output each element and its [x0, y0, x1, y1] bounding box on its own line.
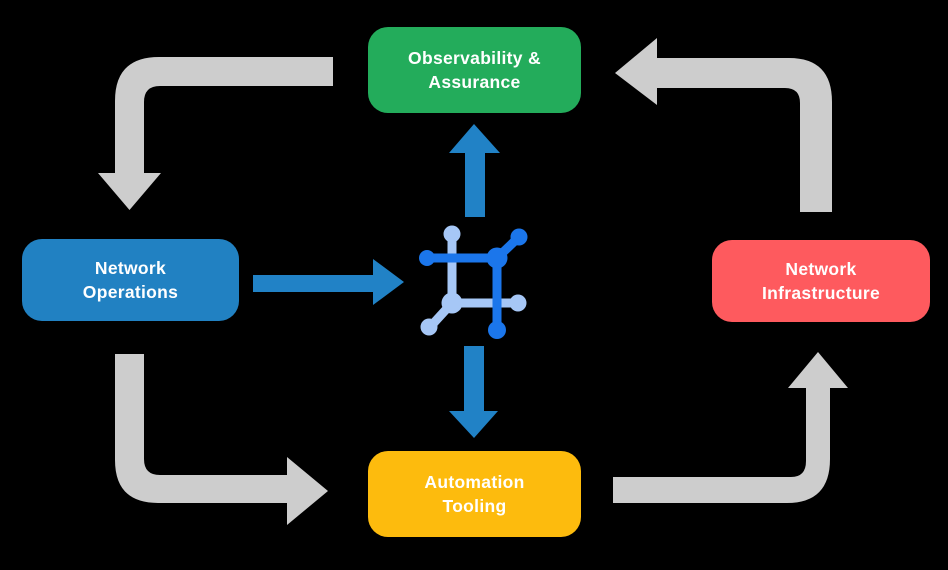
node-network-infrastructure-label: Network Infrastructure [762, 258, 880, 304]
icon-light-nodes [420, 225, 527, 336]
arrow-center-to-automation [449, 346, 498, 438]
icon-node [420, 318, 438, 336]
icon-node [488, 321, 506, 339]
arrow-operations-to-automation [115, 354, 328, 525]
arrow-infrastructure-to-observability [615, 38, 832, 212]
icon-node [509, 294, 527, 312]
arrow-automation-to-infrastructure [613, 352, 848, 503]
node-observability-label: Observability & Assurance [408, 47, 541, 93]
icon-node [419, 250, 435, 266]
node-network-operations: Network Operations [22, 239, 239, 321]
icon-node [510, 228, 528, 246]
node-automation-tooling: Automation Tooling [368, 451, 581, 537]
arrow-operations-to-center [253, 259, 404, 305]
arrow-center-to-observability [449, 124, 500, 217]
icon-node [441, 292, 463, 314]
network-automation-icon [419, 225, 528, 339]
node-observability: Observability & Assurance [368, 27, 581, 113]
node-network-operations-label: Network Operations [82, 257, 179, 303]
icon-node [486, 247, 508, 269]
icon-dark-nodes [419, 228, 528, 339]
arrow-observability-to-operations [98, 57, 333, 210]
node-network-infrastructure: Network Infrastructure [712, 240, 930, 322]
node-automation-tooling-label: Automation Tooling [424, 471, 525, 517]
icon-node [443, 225, 461, 243]
